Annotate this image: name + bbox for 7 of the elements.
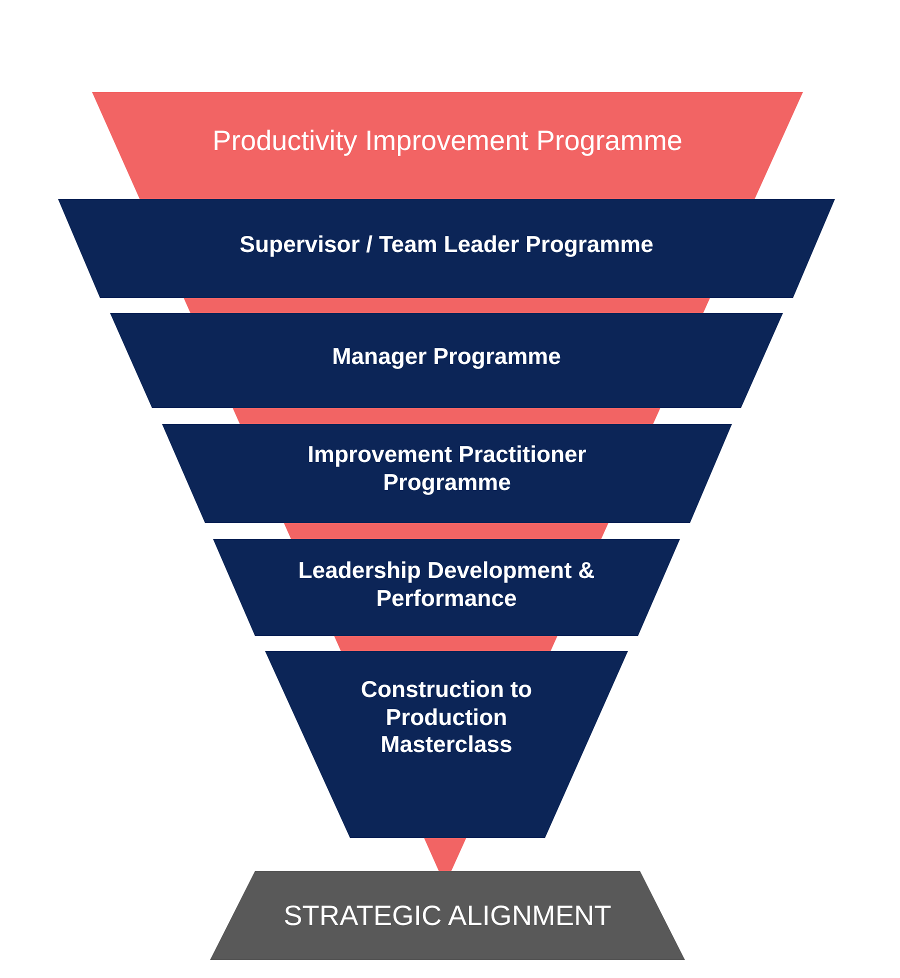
band-label: Improvement Practitioner Programme — [306, 441, 588, 496]
funnel-title: Productivity Improvement Programme — [212, 124, 684, 158]
band-label: Construction to Production Masterclass — [360, 676, 534, 759]
band-label: Leadership Development & Performance — [297, 557, 596, 612]
base-label: STRATEGIC ALIGNMENT — [282, 899, 612, 933]
band-label: Supervisor / Team Leader Programme — [238, 231, 654, 259]
band-label: Manager Programme — [331, 343, 562, 371]
